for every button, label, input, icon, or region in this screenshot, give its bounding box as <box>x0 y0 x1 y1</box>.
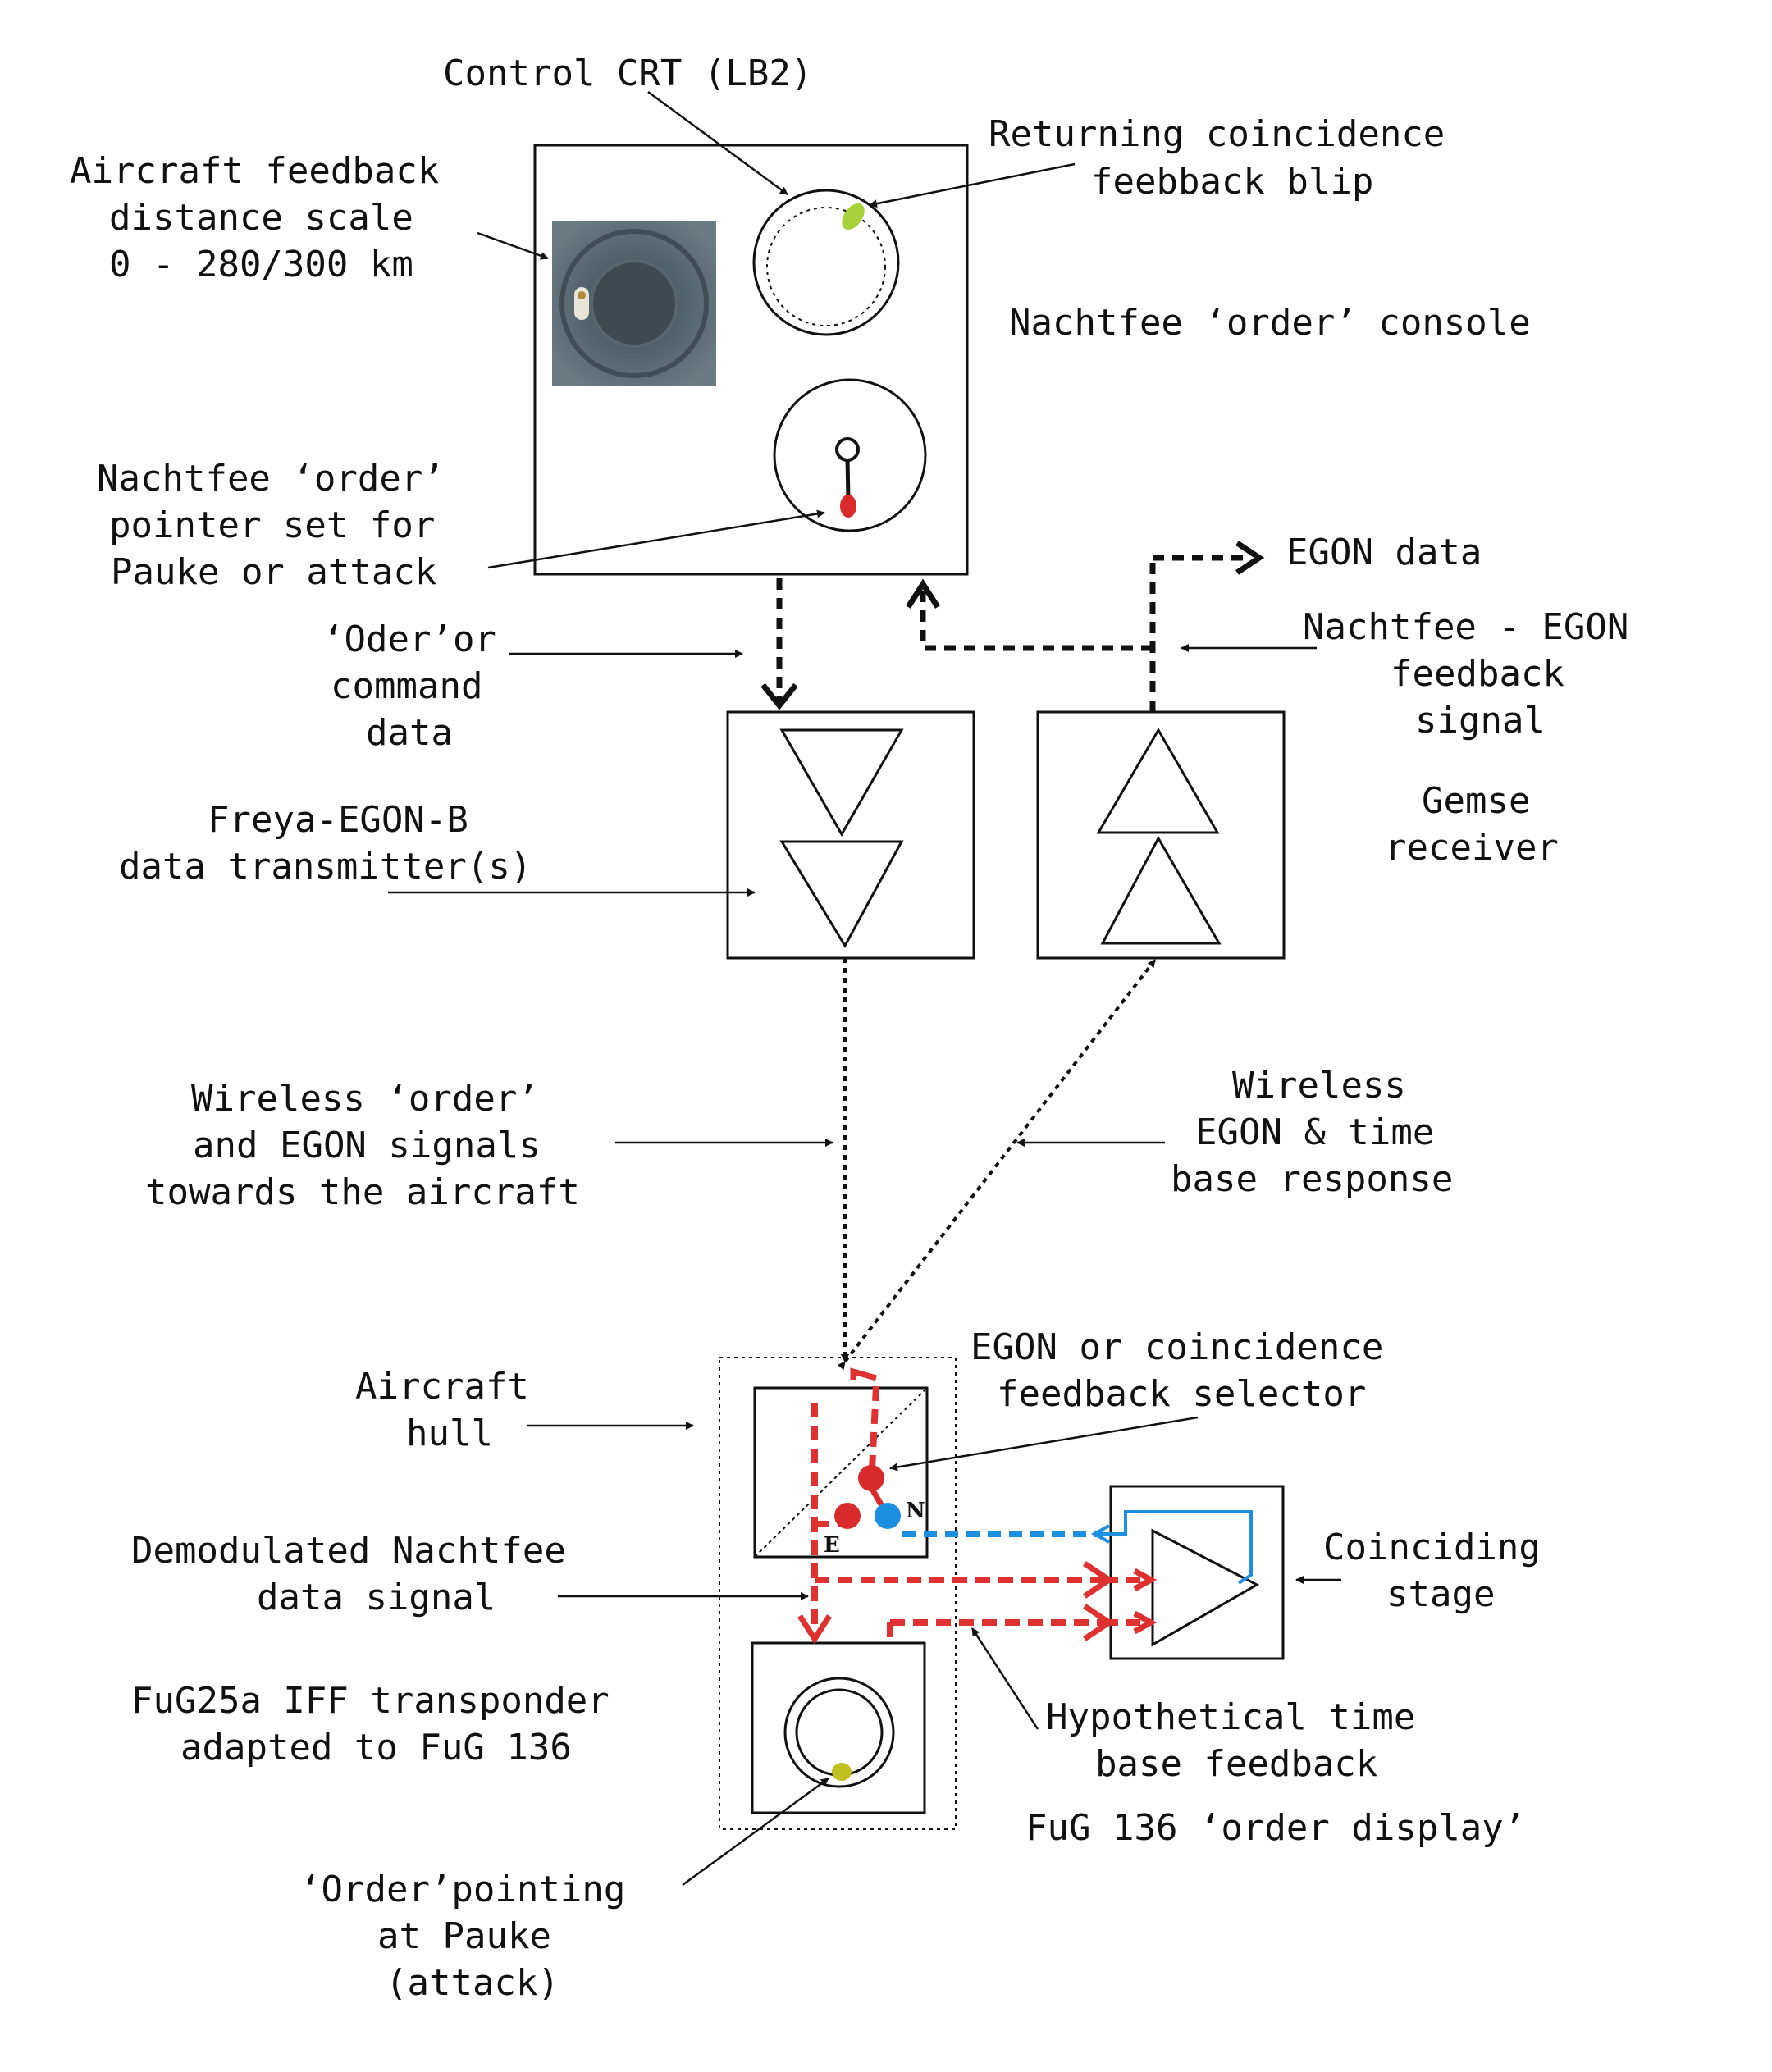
label-nachtfee-console: Nachtfee ‘order’ console <box>1009 302 1531 344</box>
red-signal-paths <box>811 1385 1140 1643</box>
display-blip <box>832 1763 852 1781</box>
label-hypothetical-1: Hypothetical time <box>1046 1696 1415 1738</box>
amplifier-triangle-icon <box>1151 1528 1260 1647</box>
label-demod-2: data signal <box>257 1577 496 1618</box>
pointer-red-tip <box>840 495 856 518</box>
label-aircraft-feedback-3: 0 - 280/300 km <box>109 244 413 285</box>
label-feedback-signal-2: feedback <box>1391 653 1564 695</box>
label-wireless-egon-1: Wireless <box>1232 1065 1406 1107</box>
label-freya-2: data transmitter(s) <box>119 846 532 888</box>
nachtfee-console <box>533 144 969 576</box>
label-order-pointing-1: ‘Order’pointing <box>299 1869 625 1910</box>
fug136-order-display <box>751 1641 926 1814</box>
label-wireless-egon-3: base response <box>1171 1158 1453 1200</box>
wireless-egon-link <box>837 958 1157 1371</box>
label-wireless-order-1: Wireless ‘order’ <box>191 1078 539 1120</box>
label-aircraft-feedback-1: Aircraft feedback <box>70 150 439 192</box>
freya-egon-transmitter <box>726 710 975 960</box>
returning-blip <box>842 203 865 230</box>
distance-scale-photo-icon <box>552 221 716 386</box>
switch-e-label: E <box>824 1533 840 1558</box>
coinciding-stage <box>1109 1485 1285 1660</box>
gemse-receiver <box>1036 710 1286 960</box>
label-order-pointing-2: at Pauke <box>377 1915 551 1957</box>
switch-n-label: N <box>906 1499 925 1523</box>
label-egon-data: EGON data <box>1286 532 1482 573</box>
label-wireless-order-3: towards the aircraft <box>145 1171 580 1213</box>
label-oder-1: ‘Oder’or <box>322 618 496 660</box>
switch-contact-n <box>875 1503 901 1529</box>
label-oder-3: data <box>366 712 453 754</box>
label-selector-2: feedback selector <box>997 1373 1366 1415</box>
label-hull-2: hull <box>406 1413 493 1454</box>
label-fug25a-1: FuG25a IFF transponder <box>131 1680 610 1722</box>
label-coinciding-2: stage <box>1386 1573 1495 1615</box>
label-pointer-3: Pauke or attack <box>111 551 436 593</box>
label-feedback-signal-3: signal <box>1415 700 1546 742</box>
label-pointer-1: Nachtfee ‘order’ <box>97 458 445 500</box>
label-returning-blip-1: Returning coincidence <box>989 113 1445 155</box>
label-returning-blip-2: feebback blip <box>1091 161 1373 203</box>
blue-signal-path <box>902 1510 1253 1585</box>
command-data-link <box>760 578 798 710</box>
callout-arrows <box>388 90 1341 1887</box>
label-gemse-1: Gemse <box>1422 780 1530 822</box>
label-gemse-2: receiver <box>1385 827 1559 869</box>
red-arrowheads <box>797 1367 1158 1645</box>
label-feedback-signal-1: Nachtfee - EGON <box>1303 606 1628 648</box>
label-oder-2: command <box>331 665 482 707</box>
order-pointer-dial-icon <box>773 378 927 532</box>
label-selector-1: EGON or coincidence <box>970 1326 1383 1368</box>
control-crt-icon <box>752 189 900 336</box>
label-demod-1: Demodulated Nachtfee <box>131 1530 566 1572</box>
label-coinciding-1: Coinciding <box>1323 1527 1541 1568</box>
label-wireless-egon-2: EGON & time <box>1195 1111 1434 1153</box>
selector-switch: N E <box>824 1465 925 1558</box>
label-control-crt: Control CRT (LB2) <box>443 52 812 94</box>
label-hypothetical-2: base feedback <box>1095 1743 1377 1785</box>
label-freya-1: Freya-EGON-B <box>208 799 468 841</box>
text-labels: Control CRT (LB2) Returning coincidence … <box>70 52 1628 2004</box>
aircraft-hull <box>719 1357 957 1830</box>
label-wireless-order-2: and EGON signals <box>193 1125 541 1166</box>
label-order-pointing-3: (attack) <box>386 1962 559 2004</box>
switch-contact-e <box>834 1503 861 1529</box>
transmitter-triangles-icon <box>779 728 904 837</box>
label-aircraft-feedback-2: distance scale <box>109 197 413 239</box>
label-fug25a-2: adapted to FuG 136 <box>180 1727 572 1769</box>
feedback-selector-box <box>753 1386 929 1559</box>
label-pointer-2: pointer set for <box>109 504 435 546</box>
label-hull-1: Aircraft <box>355 1366 529 1408</box>
receiver-triangles-icon <box>1096 728 1220 834</box>
label-fug136-display: FuG 136 ‘order display’ <box>1025 1807 1525 1849</box>
feedback-signal-link <box>906 541 1265 712</box>
switch-contact-upper <box>858 1465 884 1491</box>
